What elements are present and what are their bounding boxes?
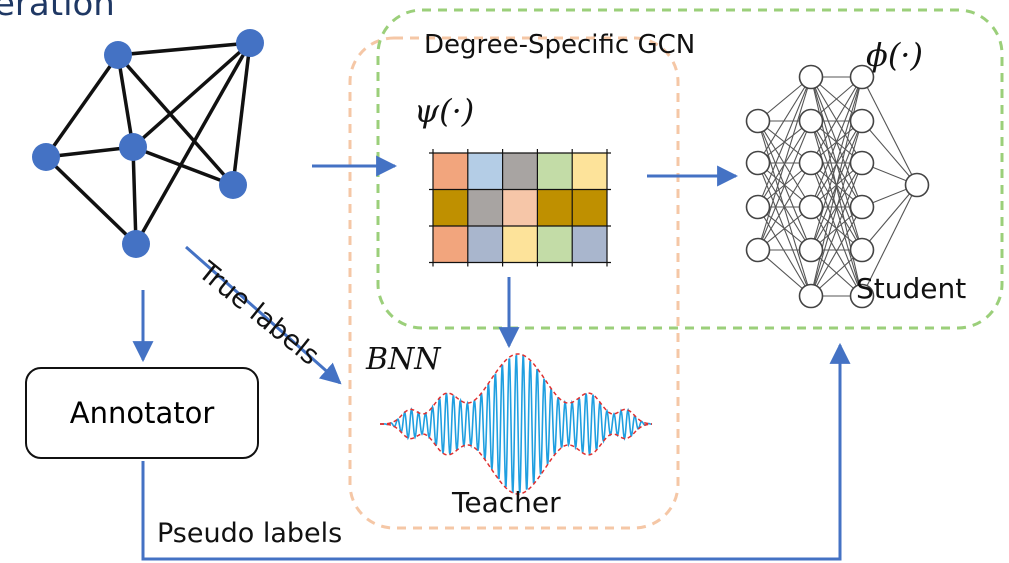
nn-neuron <box>849 194 875 220</box>
matrix-cell <box>502 226 538 263</box>
nn-connection <box>757 76 812 164</box>
graph-node <box>236 29 264 57</box>
student-network <box>745 64 930 309</box>
graph-node <box>219 171 247 199</box>
matrix-cell <box>572 226 607 263</box>
graph-node <box>119 133 147 161</box>
nn-connection <box>810 162 863 251</box>
nn-neuron <box>745 237 771 263</box>
nn-neuron <box>798 150 824 176</box>
nn-neuron <box>904 172 930 198</box>
matrix-cell <box>502 153 538 190</box>
nn-neuron <box>798 64 824 90</box>
nn-neuron <box>849 283 875 309</box>
matrix-cell <box>467 153 503 190</box>
nn-connection <box>757 76 812 208</box>
graph-node <box>122 230 150 258</box>
nn-neuron <box>849 64 875 90</box>
nn-connection <box>757 76 812 251</box>
nn-connection <box>757 162 812 251</box>
input-graph <box>44 41 252 246</box>
matrix-cell <box>433 226 468 263</box>
nn-connection <box>810 76 863 251</box>
nn-neuron <box>849 237 875 263</box>
matrix-cell <box>572 189 607 226</box>
nn-connection <box>861 184 918 297</box>
nn-neuron <box>798 108 824 134</box>
nn-neuron <box>798 194 824 220</box>
nn-connection <box>861 76 918 186</box>
annotator-label: Annotator <box>69 396 215 430</box>
nn-connection <box>757 120 812 297</box>
graph-node <box>32 143 60 171</box>
wave-envelope-upper <box>380 353 653 425</box>
phi-symbol: ϕ(·) <box>866 36 923 74</box>
bnn-label: BNN <box>366 342 441 377</box>
title-fragment: eration <box>0 0 115 24</box>
arrow-pseudo-labels <box>141 342 851 561</box>
nn-neuron <box>745 150 771 176</box>
matrix-cell <box>537 153 573 190</box>
arrow-true-labels <box>185 245 342 385</box>
pseudo-labels-label: Pseudo labels <box>157 518 343 549</box>
matrix-cell <box>433 153 468 190</box>
nn-connection <box>861 184 918 251</box>
matrix-cell <box>537 189 573 226</box>
matrix-cell <box>467 226 503 263</box>
feature-matrix <box>429 149 611 267</box>
nn-neuron <box>798 283 824 309</box>
matrix-cell <box>502 189 538 226</box>
nn-connection <box>810 162 863 297</box>
nn-connection <box>810 76 863 164</box>
annotator-box: Annotator <box>25 367 259 459</box>
nn-connection <box>810 206 863 297</box>
nn-connection <box>810 120 863 297</box>
gcn-box-label: Degree-Specific GCN <box>424 30 696 60</box>
matrix-cell <box>433 189 468 226</box>
matrix-cell <box>537 226 573 263</box>
nn-neuron <box>849 150 875 176</box>
graph-node <box>104 41 132 69</box>
nn-neuron <box>798 237 824 263</box>
nn-connection <box>810 76 863 208</box>
teacher-label: Teacher <box>452 486 561 519</box>
nn-connection <box>757 120 812 251</box>
nn-connection <box>861 120 918 186</box>
psi-symbol: ψ(·) <box>414 92 475 130</box>
arrows <box>132 155 851 561</box>
graph-nodes <box>32 29 264 258</box>
teacher-wave <box>380 353 653 495</box>
nn-neuron <box>849 108 875 134</box>
matrix-cell <box>572 153 607 190</box>
nn-neuron <box>745 108 771 134</box>
wave-envelope-lower <box>380 423 653 495</box>
student-label: Student <box>856 272 967 305</box>
nn-neuron <box>745 194 771 220</box>
teacher-group-box <box>348 36 680 530</box>
matrix-cell <box>467 189 503 226</box>
